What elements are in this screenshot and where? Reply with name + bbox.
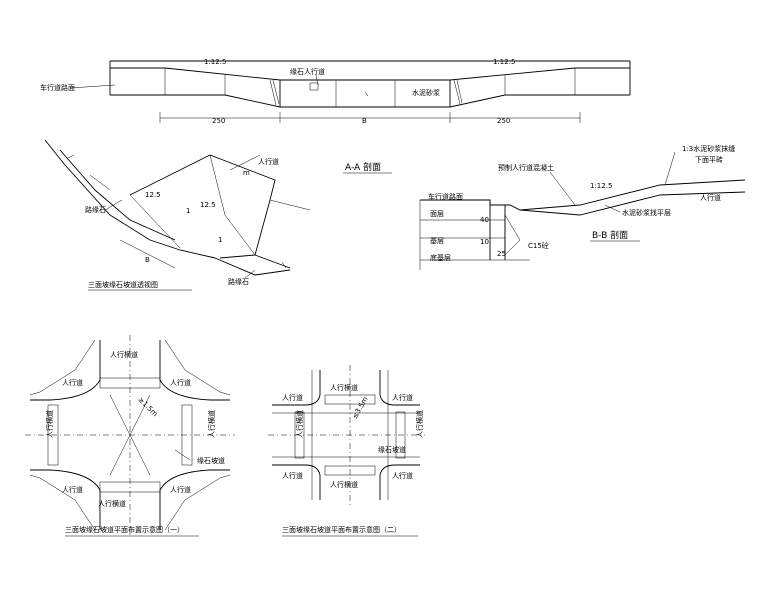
plan2-dim: ≤3.5m	[351, 395, 370, 420]
axon-slope1: 12.5	[145, 191, 161, 199]
bb-c15-label: C15砼	[528, 241, 549, 250]
axon-caption: 三面坡缘石坡道透视图	[88, 280, 158, 289]
plan-layout-2: 人行横道 人行横道 人行横道 人行横道 人行道 人行道 人行道 人行道 ≤3.5…	[268, 365, 425, 537]
bb-road-label: 车行道路面	[428, 192, 463, 201]
plan1-walk-tr: 人行道	[170, 378, 191, 387]
top-dim-right: 250	[497, 117, 510, 125]
plan2-walk-tl: 人行道	[282, 393, 303, 402]
axon-slope3: 12.5	[200, 201, 216, 209]
top-slope-right: 1:12.5	[493, 58, 515, 66]
plan2-curb-ramp: 缘石坡道	[378, 445, 406, 454]
top-slope-left: 1:12.5	[204, 58, 226, 66]
top-dim-mid: B	[362, 117, 367, 125]
plan1-caption: 三面坡缘石坡道平面布置示意图（一）	[65, 525, 184, 534]
bb-slope-label: 1:12.5	[590, 182, 612, 190]
plan2-ramp-right: 人行横道	[415, 410, 424, 438]
top-mid-label: 缘石人行道	[290, 67, 325, 76]
plan1-ramp-right: 人行横道	[207, 410, 216, 438]
plan2-walk-bl: 人行道	[282, 471, 303, 480]
bb-base-label: 基层	[430, 236, 444, 245]
plan2-ramp-bottom: 人行横道	[330, 480, 358, 489]
axonometric-view: 人行道 路缘石 路缘石 12.5 1 12.5 1 B m 三面坡缘石坡道透视图	[44, 139, 311, 291]
top-right-label: 水泥砂浆	[412, 88, 440, 97]
bb-walk-label: 人行道	[700, 193, 721, 202]
bb-section-view: 车行道路面 1:3水泥砂浆抹缝 下面平砖 预制人行道混凝土 1:12.5 水泥砂…	[419, 144, 746, 270]
bb-dim-10: 10	[480, 238, 489, 246]
plan1-ramp-left: 人行横道	[45, 410, 54, 438]
plan1-walk-br: 人行道	[170, 485, 191, 494]
plan2-caption: 三面坡缘石坡道平面布置示意图（二）	[282, 525, 401, 534]
bb-top-label2: 下面平砖	[695, 155, 723, 164]
bb-dim-25: 25	[497, 250, 506, 258]
plan2-walk-tr: 人行道	[392, 393, 413, 402]
axon-curb-right: 路缘石	[228, 277, 249, 286]
plan-layout-1: 人行横道 人行横道 人行横道 人行横道 人行道 人行道 人行道 人行道 ≥1.5…	[25, 335, 235, 537]
plan1-ramp-top: 人行横道	[110, 350, 138, 359]
plan2-ramp-left: 人行横道	[295, 410, 304, 438]
top-left-label: 车行道路面	[40, 83, 75, 92]
plan1-ramp-bottom: 人行横道	[98, 499, 126, 508]
axon-dim-b: B	[145, 256, 150, 264]
plan1-curb-ramp: 缘石坡道	[197, 456, 225, 465]
axon-slope2: 1	[186, 207, 190, 215]
top-dim-left: 250	[212, 117, 225, 125]
plan1-walk-bl: 人行道	[62, 485, 83, 494]
bb-subbase-label: 底基层	[430, 253, 451, 262]
bb-top-label: 1:3水泥砂浆抹缝	[682, 144, 735, 153]
axon-dim-m: m	[243, 169, 250, 177]
bb-dim-40: 40	[480, 216, 489, 224]
bb-surface-label: 面层	[430, 210, 444, 218]
bb-section-title: B-B 剖面	[592, 229, 628, 241]
plan1-walk-tl: 人行道	[62, 378, 83, 387]
axon-curb-left: 路缘石	[85, 205, 106, 214]
bb-bed-label: 水泥砂浆找平层	[622, 208, 671, 217]
axon-slope4: 1	[218, 236, 222, 244]
aa-section-title: A-A 剖面	[345, 161, 381, 173]
plan2-ramp-top: 人行横道	[330, 383, 358, 392]
plan2-walk-br: 人行道	[392, 471, 413, 480]
bb-tooth-label: 预制人行道混凝土	[498, 163, 554, 172]
axon-walk-label: 人行道	[258, 157, 279, 166]
top-section-view: 车行道路面 1:12.5 1:12.5 缘石人行道 水泥砂浆 250 B 250	[40, 58, 631, 125]
